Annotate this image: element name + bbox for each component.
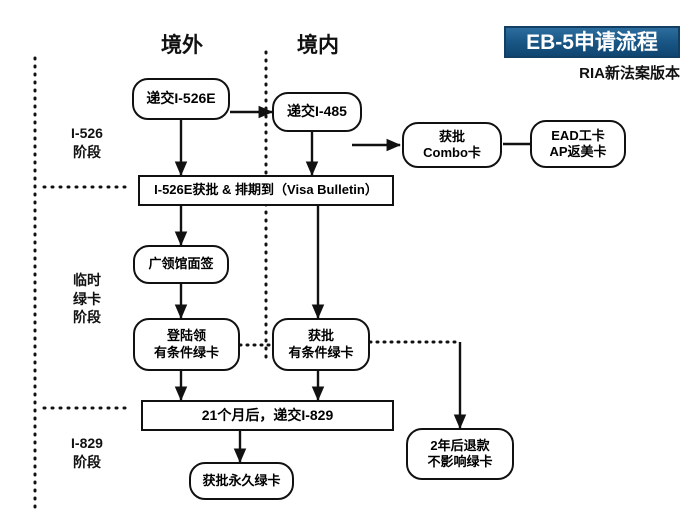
node-ead-ap[interactable]: EAD工卡 AP返美卡: [530, 120, 626, 168]
node-consulate[interactable]: 广领馆面签: [133, 245, 229, 284]
node-permanent-gc[interactable]: 获批永久绿卡: [189, 462, 294, 500]
title-banner-fill: EB-5申请流程: [506, 28, 678, 56]
title-banner: EB-5申请流程: [504, 26, 680, 58]
node-i526e-approved[interactable]: I-526E获批 & 排期到（Visa Bulletin）: [138, 175, 394, 206]
node-refund-2y[interactable]: 2年后退款 不影响绿卡: [406, 428, 514, 480]
stage-label-temp-gc: 临时 绿卡 阶段: [73, 271, 101, 326]
node-land-cond-gc[interactable]: 登陆领 有条件绿卡: [133, 318, 240, 371]
stage-label-i829: I-829 阶段: [71, 435, 103, 470]
node-submit-i829[interactable]: 21个月后，递交I-829: [141, 400, 394, 431]
stage-label-i526: I-526 阶段: [71, 125, 103, 160]
node-submit-i526e[interactable]: 递交I-526E: [132, 78, 230, 120]
column-header-domestic: 境内: [297, 34, 339, 57]
column-header-overseas: 境外: [161, 34, 203, 57]
node-approved-cond-gc[interactable]: 获批 有条件绿卡: [272, 318, 370, 371]
node-approved-combo[interactable]: 获批 Combo卡: [402, 122, 502, 168]
page-subtitle: RIA新法案版本: [579, 65, 680, 82]
node-submit-i485[interactable]: 递交I-485: [272, 92, 362, 132]
page-title: EB-5申请流程: [526, 30, 658, 54]
